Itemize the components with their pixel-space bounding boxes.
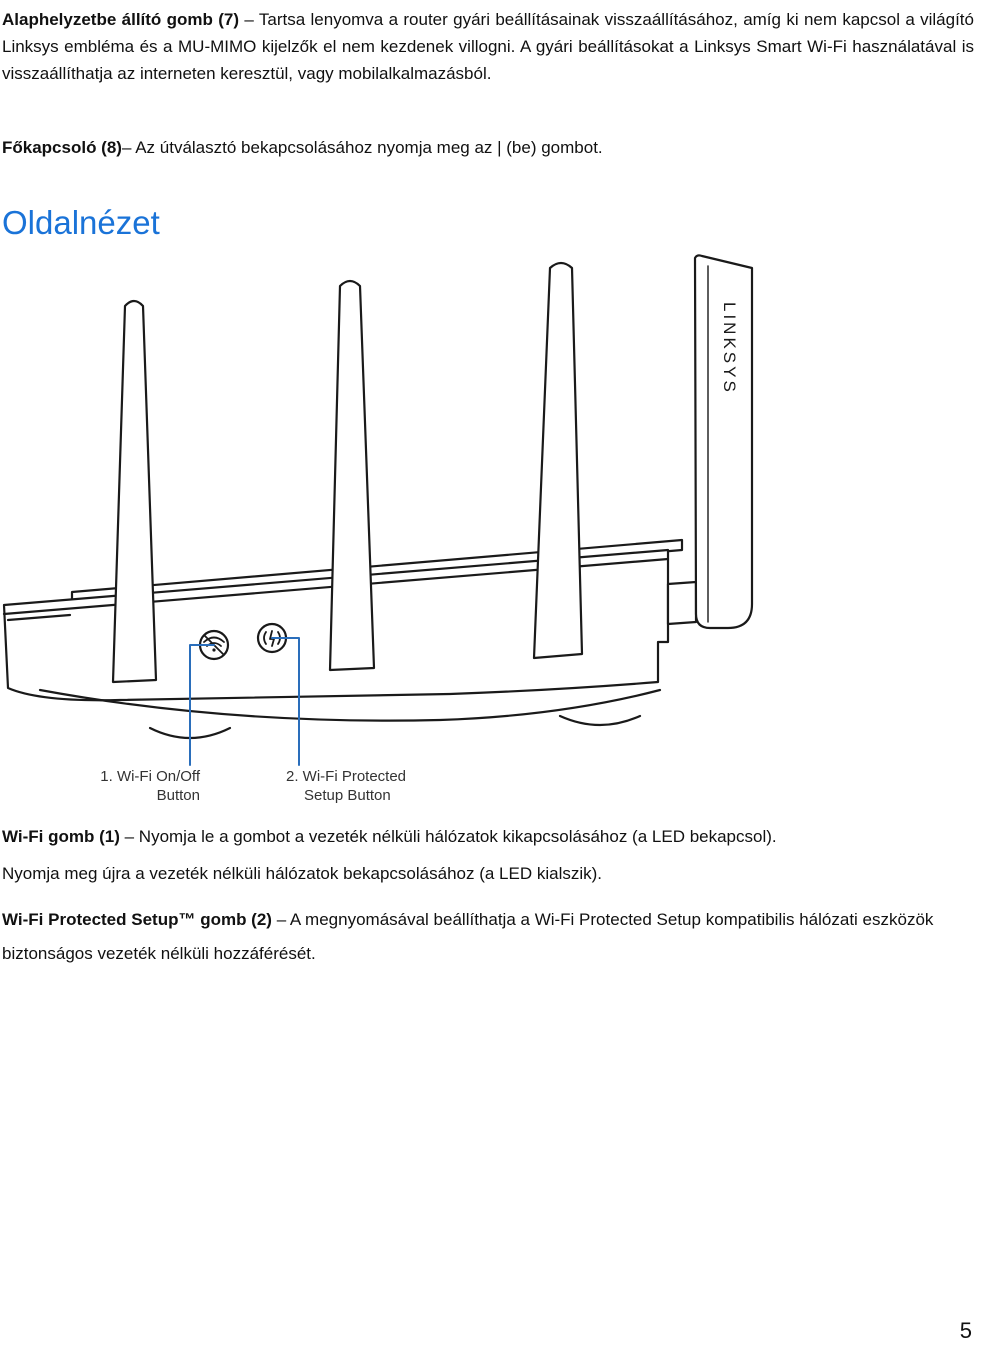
router-rear-connector bbox=[666, 580, 698, 626]
page-number: 5 bbox=[959, 1318, 972, 1343]
power-switch-paragraph: Főkapcsoló (8)– Az útválasztó bekapcsolá… bbox=[2, 134, 974, 161]
power-switch-label: Főkapcsoló (8) bbox=[2, 138, 122, 157]
callout-line-wifi bbox=[189, 644, 215, 766]
reset-button-text: – Tartsa lenyomva a router gyári beállít… bbox=[2, 10, 974, 83]
callout-wps-button: 2. Wi-Fi Protected Setup Button bbox=[286, 767, 426, 805]
antenna-1 bbox=[111, 299, 158, 684]
reset-button-label: Alaphelyzetbe állító gomb (7) bbox=[2, 10, 240, 29]
wps-button-label: Wi-Fi Protected Setup™ gomb (2) bbox=[2, 910, 272, 929]
wifi-button-paragraph: Wi-Fi gomb (1) – Nyomja le a gombot a ve… bbox=[2, 823, 974, 850]
callout-wifi-line1: 1. Wi-Fi On/Off bbox=[100, 768, 200, 785]
router-illustration: LINKSYS bbox=[2, 254, 754, 766]
router-base-curve bbox=[38, 688, 662, 722]
callout-line-wps bbox=[271, 637, 300, 766]
callout-wps-line2: Setup Button bbox=[304, 787, 391, 804]
rear-antenna bbox=[693, 254, 754, 630]
antenna-3 bbox=[532, 261, 584, 660]
router-front-lip bbox=[6, 613, 72, 622]
section-title: Oldalnézet bbox=[2, 204, 160, 241]
wps-button-text: – A megnyomásával beállíthatja a Wi-Fi P… bbox=[2, 910, 934, 963]
callout-wifi-button: 1. Wi-Fi On/Off Button bbox=[82, 767, 200, 805]
wifi-button-label: Wi-Fi gomb (1) bbox=[2, 827, 120, 846]
router-side-view-figure: LINKSYS 1. Wi-Fi On/Off Button 2. Wi-Fi … bbox=[0, 250, 990, 820]
power-switch-text: – Az útválasztó bekapcsolásához nyomja m… bbox=[121, 138, 603, 157]
callout-wps-line1: 2. Wi-Fi Protected bbox=[286, 768, 407, 785]
wifi-button-text: – Nyomja le a gombot a vezeték nélküli h… bbox=[119, 827, 777, 846]
callout-wifi-line2: Button bbox=[156, 787, 200, 804]
reset-button-paragraph: Alaphelyzetbe állító gomb (7) – Tartsa l… bbox=[2, 6, 974, 87]
antenna-2 bbox=[328, 279, 376, 672]
brand-logo-text: LINKSYS bbox=[720, 302, 739, 395]
wifi-button-paragraph-line2: Nyomja meg újra a vezeték nélküli hálóza… bbox=[2, 864, 603, 883]
wps-button-paragraph: Wi-Fi Protected Setup™ gomb (2) – A megn… bbox=[2, 903, 974, 971]
router-foot-right bbox=[558, 714, 642, 727]
